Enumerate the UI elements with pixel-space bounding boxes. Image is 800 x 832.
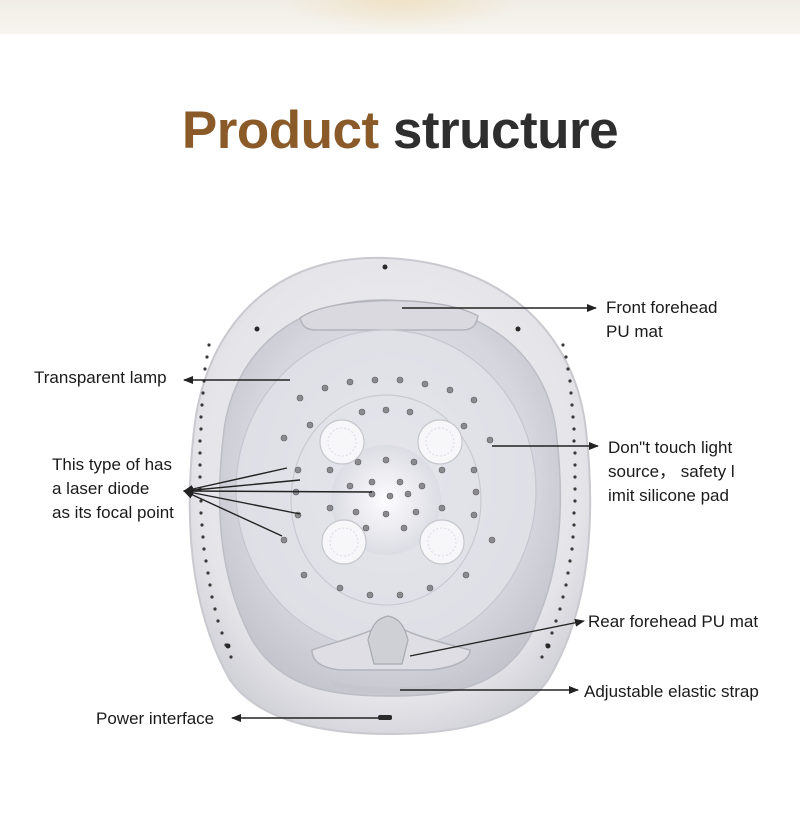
label-line: a laser diode <box>52 479 150 498</box>
label-front-forehead-pu-mat: Front forehead PU mat <box>606 296 718 344</box>
callout-arrows <box>183 304 599 722</box>
title-word-product: Product <box>181 101 379 160</box>
label-laser-diode: This type of has a laser diode as its fo… <box>52 453 174 525</box>
laser-diodes <box>280 376 496 599</box>
label-power-interface: Power interface <box>96 709 215 728</box>
top-banner-strip <box>0 0 800 34</box>
label-line: imit silicone pad <box>608 486 729 505</box>
label-line: Front forehead <box>606 298 718 317</box>
silicone-pad-top-left <box>319 419 365 465</box>
vent-holes-right <box>540 343 577 659</box>
title-word-structure: structure <box>392 101 619 160</box>
label-line: Don"t touch light <box>608 438 733 457</box>
silicone-pad-top-right <box>417 419 463 465</box>
strap-buckle <box>367 615 409 665</box>
silicone-pad-bottom-right <box>419 519 465 565</box>
label-line: source， safety l <box>608 462 735 481</box>
power-interface-port <box>378 715 392 720</box>
label-line: This type of has <box>52 455 173 474</box>
label-line: as its focal point <box>52 503 174 522</box>
page-title: Product structure <box>0 96 800 166</box>
label-rear-forehead-pu-mat: Rear forehead PU mat <box>588 612 759 631</box>
label-silicone-pad-warning: Don"t touch light source， safety l imit … <box>608 436 735 508</box>
silicone-pad-bottom-left <box>321 519 367 565</box>
label-line: PU mat <box>606 322 663 341</box>
label-transparent-lamp: Transparent lamp <box>34 368 167 387</box>
label-adjustable-elastic-strap: Adjustable elastic strap <box>584 682 759 701</box>
screw-holes <box>225 264 551 649</box>
